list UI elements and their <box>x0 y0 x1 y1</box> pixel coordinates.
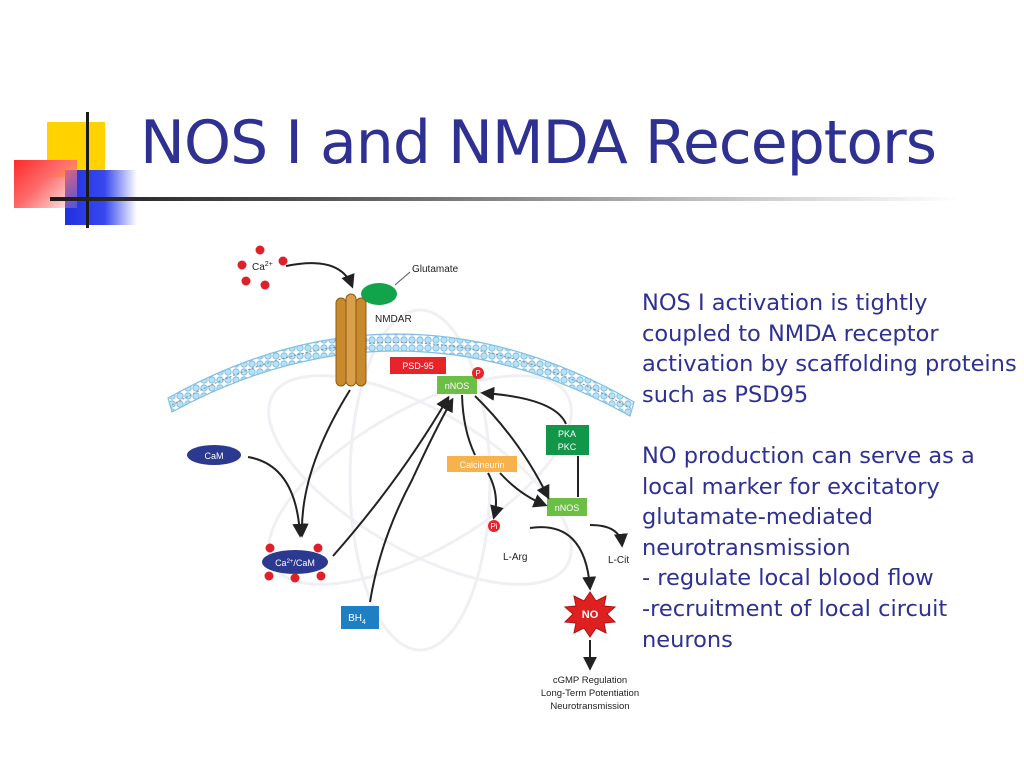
text-line: NOS I activation is tightly <box>642 290 928 316</box>
ca-cam-label: Ca2+/CaM <box>275 558 315 568</box>
nnos-bottom-label: nNOS <box>555 503 580 513</box>
pi-marker <box>488 520 500 532</box>
slide-title: NOS I and NMDA Receptors <box>140 108 937 178</box>
ca-label: Ca2+ <box>252 261 273 273</box>
membrane-inner-line <box>171 342 633 410</box>
l-arg-to-no-arrow <box>529 526 597 591</box>
explanation-text: NOS I activation is tightly coupled to N… <box>642 288 1020 686</box>
calcium-ions <box>237 245 288 290</box>
nnos-top-box <box>437 376 477 394</box>
pka-label: PKA <box>558 429 576 439</box>
nnos-top-label: nNOS <box>445 381 470 391</box>
text-line: such as PSD95 <box>642 381 809 408</box>
calcineurin-to-pi-arrow <box>487 472 504 520</box>
nnos-to-nnos-bottom-arrow <box>474 395 550 500</box>
pka-to-nnos-arrow <box>480 386 567 425</box>
calcineurin-label: Calcineurin <box>459 460 504 470</box>
paragraph-no-production: NO production can serve as a local marke… <box>642 441 1020 655</box>
text-line: local marker for excitatory <box>642 473 940 500</box>
nnos-to-calcineurin-line <box>461 394 476 456</box>
pi-label: Pi <box>490 522 497 531</box>
glutamate-blob <box>361 283 397 305</box>
text-line: - regulate local blood flow <box>642 565 934 592</box>
l-arg-label: L-Arg <box>503 552 527 563</box>
cam-ellipse <box>187 445 241 465</box>
phospho-label: P <box>475 369 480 378</box>
bh4-box <box>341 606 379 629</box>
ca-cam-ions <box>264 543 326 583</box>
pathway-arrows <box>247 386 628 671</box>
text-line: NO production can serve as a <box>642 442 975 469</box>
nmdar-label: NMDAR <box>375 314 412 325</box>
outcome-cgmp: cGMP Regulation <box>553 675 627 686</box>
calcineurin-box <box>447 456 517 472</box>
ca-cam-ellipse <box>262 550 328 574</box>
calcineurin-to-nnos-bottom-arrow <box>499 472 548 508</box>
title-rule <box>50 197 960 201</box>
text-line: neurotransmission <box>642 534 851 561</box>
bh4-label: BH4 <box>348 613 366 626</box>
l-cit-label: L-Cit <box>608 555 629 566</box>
cell-membrane <box>167 333 635 417</box>
glutamate-leader <box>394 271 411 286</box>
no-burst <box>563 591 617 638</box>
outcome-ltp: Long-Term Potentiation <box>541 688 639 699</box>
pkc-label: PKC <box>558 442 577 452</box>
psd95-label: PSD-95 <box>402 361 434 371</box>
phospho-marker <box>472 367 484 379</box>
text-line: neurons <box>642 626 733 653</box>
outcome-neurotransmission: Neurotransmission <box>550 701 629 712</box>
cam-label: CaM <box>204 451 223 461</box>
paragraph-coupling: NOS I activation is tightly coupled to N… <box>642 288 1020 410</box>
nmda-nos-pathway-diagram: Ca2+ Glutamate NMDAR PSD-95 nNOS P PKA P… <box>167 245 639 712</box>
receptor-to-ca-cam-arrow <box>294 389 351 538</box>
cam-to-ca-cam-arrow <box>247 456 307 538</box>
text-line: glutamate-mediated <box>642 504 873 531</box>
l-cit-arrow <box>589 524 628 548</box>
ca-cam-to-nnos-arrow <box>332 395 450 557</box>
text-line: -recruitment of local circuit <box>642 595 948 622</box>
psd95-box <box>390 357 446 374</box>
bh4-to-nnos-arrow <box>369 397 454 603</box>
nnos-bottom-box <box>547 498 587 516</box>
pka-pkc-box <box>546 425 589 455</box>
ca-to-receptor-arrow <box>285 262 355 289</box>
text-line: coupled to NMDA receptor <box>642 320 939 347</box>
glutamate-label: Glutamate <box>412 264 459 275</box>
deco-vertical-line <box>86 112 89 228</box>
text-line: activation by scaffolding proteins <box>642 351 1017 378</box>
nmdar-receptor <box>335 293 367 387</box>
no-label: NO <box>582 609 599 621</box>
